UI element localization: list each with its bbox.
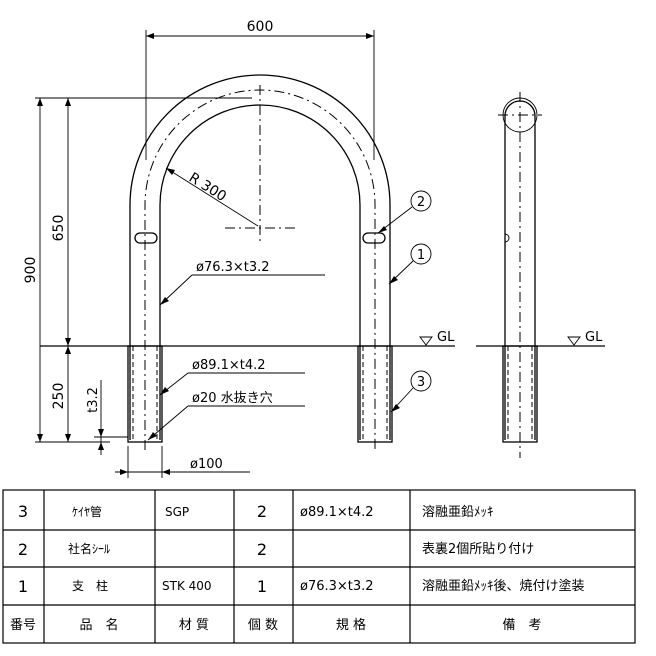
leader-pipe-arrow bbox=[160, 297, 169, 305]
balloon-3-arrow bbox=[391, 404, 400, 412]
cell-r2-qty: 2 bbox=[257, 540, 267, 559]
cell-r3-note: 溶融亜鉛ﾒｯｷ後、焼付け塗装 bbox=[422, 578, 585, 594]
side-drain-hole bbox=[504, 233, 510, 243]
note-pipe-main: ø76.3×t3.2 bbox=[196, 260, 270, 275]
pipe-outer-contour bbox=[129, 74, 391, 440]
cell-r3-spec: ø76.3×t3.2 bbox=[300, 579, 374, 594]
dim-100-text: ø100 bbox=[190, 457, 223, 472]
dim-250-arrow-top bbox=[65, 346, 71, 354]
dim-250-text: 250 bbox=[51, 383, 67, 410]
dim-600-arrow-left bbox=[146, 33, 154, 39]
cell-r1-spec: ø89.1×t4.2 bbox=[300, 505, 374, 520]
cell-r1-material: SGP bbox=[165, 505, 189, 519]
dim-600-text: 600 bbox=[247, 19, 274, 35]
note-pipe-sleeve: ø89.1×t4.2 bbox=[192, 358, 266, 373]
drain-hole-left bbox=[134, 232, 158, 244]
dim-t32-text: t3.2 bbox=[86, 387, 101, 413]
dim-100-arrow-right bbox=[162, 469, 170, 475]
radius-arrow bbox=[166, 168, 175, 175]
gl-label-side: GL bbox=[585, 330, 603, 345]
front-view: GL 600 900 650 250 t3.2 bbox=[23, 19, 455, 478]
cell-r3-no: 1 bbox=[18, 577, 28, 596]
cell-r3-material: STK 400 bbox=[162, 579, 212, 593]
dim-100-arrow-left bbox=[120, 469, 128, 475]
header-no: 番号 bbox=[10, 618, 36, 633]
balloon-1-circle bbox=[410, 243, 432, 265]
cell-r3-qty: 1 bbox=[257, 577, 267, 596]
cell-r1-qty: 2 bbox=[257, 502, 267, 521]
dim-650-arrow-bottom bbox=[65, 338, 71, 346]
side-pipe-outline bbox=[504, 100, 536, 440]
balloon-3-label: 3 bbox=[417, 375, 425, 390]
dim-900-text: 900 bbox=[23, 257, 39, 284]
cell-r1-note: 溶融亜鉛ﾒｯｷ bbox=[422, 505, 494, 520]
dim-900-arrow-bottom bbox=[37, 434, 43, 442]
header-note: 備 考 bbox=[502, 617, 541, 633]
gl-label-front: GL bbox=[437, 330, 455, 345]
radius-leader bbox=[165, 167, 259, 227]
parts-table: 3 ｹｲﾔ管 SGP 2 ø89.1×t4.2 溶融亜鉛ﾒｯｷ 2 社名ｼｰﾙ … bbox=[2, 489, 636, 644]
drain-hole-right bbox=[362, 232, 386, 244]
dim-600-arrow-right bbox=[366, 33, 374, 39]
cell-r1-no: 3 bbox=[18, 502, 28, 521]
gl-marker-side bbox=[567, 336, 581, 346]
balloon-2-circle bbox=[410, 190, 432, 212]
dim-650-arrow-top bbox=[65, 98, 71, 106]
dim-250-arrow-bottom bbox=[65, 434, 71, 442]
dim-t32-arrow-b bbox=[98, 442, 104, 450]
header-qty: 個 数 bbox=[248, 618, 278, 633]
balloon-1-label: 1 bbox=[417, 248, 425, 263]
side-view: GL bbox=[476, 92, 605, 458]
header-name: 品 名 bbox=[79, 617, 118, 633]
cell-r3-name: 支 柱 bbox=[72, 578, 108, 593]
cell-r2-note: 表裏2個所貼り付け bbox=[422, 542, 534, 557]
header-material: 材 質 bbox=[179, 618, 209, 633]
dim-650-text: 650 bbox=[51, 215, 67, 242]
cell-r1-name: ｹｲﾔ管 bbox=[72, 504, 102, 519]
balloon-1-arrow bbox=[389, 276, 398, 284]
dim-900-arrow-top bbox=[37, 98, 43, 106]
gl-marker-front bbox=[419, 336, 433, 346]
radius-text: R 300 bbox=[186, 170, 229, 205]
balloon-3-circle bbox=[410, 370, 432, 392]
dim-t32-arrow-a bbox=[98, 429, 104, 437]
cell-r2-no: 2 bbox=[18, 540, 28, 559]
leader-sleeve-arrow bbox=[160, 387, 169, 395]
header-spec: 規 格 bbox=[336, 617, 366, 633]
balloon-2-label: 2 bbox=[417, 195, 425, 210]
leader-drain-arrow bbox=[148, 432, 157, 440]
note-drain-hole: ø20 水抜き穴 bbox=[192, 390, 273, 406]
cell-r2-name: 社名ｼｰﾙ bbox=[68, 541, 110, 556]
balloon-2-arrow bbox=[378, 226, 387, 233]
